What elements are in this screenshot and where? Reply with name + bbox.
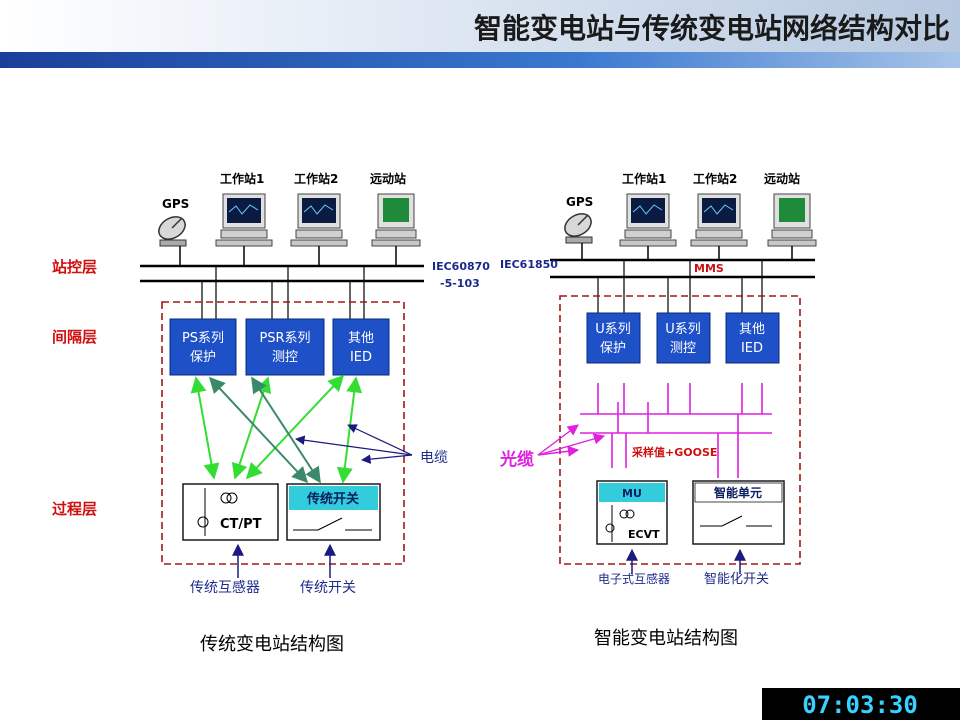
svg-text:IED: IED <box>741 341 763 356</box>
smart-substation-diagram: GPS 工作站1 工作站2 远动站 <box>499 171 817 649</box>
left-remote-station-icon <box>371 193 421 247</box>
svg-text:测控: 测控 <box>272 350 298 365</box>
svg-text:U系列: U系列 <box>665 322 701 337</box>
right-remote-label: 远动站 <box>764 171 800 186</box>
left-switch-box: 传统开关 <box>286 483 381 541</box>
left-protocol-line2: -5-103 <box>440 277 480 290</box>
svg-text:保护: 保护 <box>600 341 626 356</box>
right-remote-station-icon <box>767 193 817 247</box>
right-mms-label: MMS <box>694 262 724 275</box>
left-boundary <box>161 301 405 565</box>
left-protocol-line1: IEC60870 <box>432 260 490 273</box>
left-ws1-label: 工作站1 <box>220 171 264 186</box>
right-ws1-label: 工作站1 <box>622 171 666 186</box>
right-bottom-ect-label: 电子式互感器 <box>598 571 670 586</box>
slide-title: 智能变电站与传统变电站网络结构对比 <box>474 12 950 45</box>
right-ws2-label: 工作站2 <box>693 171 737 186</box>
left-box-other-ied: 其他 IED <box>332 318 390 376</box>
layer-bay-label: 间隔层 <box>52 328 97 346</box>
left-ctpt-label: CT/PT <box>220 517 262 532</box>
svg-text:U系列: U系列 <box>595 322 631 337</box>
left-ctpt-box: CT/PT <box>182 483 279 541</box>
left-switch-label: 传统开关 <box>306 491 359 507</box>
left-gps-dish-icon <box>158 216 187 247</box>
svg-text:PSR系列: PSR系列 <box>259 331 310 346</box>
right-workstation-2-icon <box>690 193 748 247</box>
layer-station-label: 站控层 <box>52 258 97 276</box>
left-gps-label: GPS <box>162 197 189 211</box>
right-smart-unit-label: 智能单元 <box>713 485 762 500</box>
right-gps-dish-icon <box>564 213 593 244</box>
right-boundary <box>559 295 801 565</box>
right-smart-unit-box: 智能单元 <box>692 480 785 545</box>
left-remote-label: 远动站 <box>370 171 406 186</box>
right-mu-box: MU ECVT <box>596 480 668 545</box>
header: 智能变电站与传统变电站网络结构对比 <box>0 0 960 68</box>
left-cable-arrows <box>190 374 363 484</box>
clock-display: 07:03:30 <box>802 691 918 719</box>
svg-text:保护: 保护 <box>190 350 216 365</box>
left-ws2-label: 工作站2 <box>294 171 338 186</box>
svg-text:测控: 测控 <box>670 341 696 356</box>
left-bottom-switch-label: 传统开关 <box>300 580 356 596</box>
right-caption: 智能变电站结构图 <box>594 628 738 649</box>
right-sample-goose-label: 采样值+GOOSE <box>631 445 717 459</box>
right-protocol-label: IEC61850 <box>500 258 558 271</box>
layer-process-label: 过程层 <box>52 500 97 518</box>
svg-text:PS系列: PS系列 <box>182 331 224 346</box>
left-caption: 传统变电站结构图 <box>200 634 344 655</box>
traditional-substation-diagram: GPS 工作站1 工作站2 远动站 <box>140 171 490 655</box>
right-box-u-measurement: U系列 测控 <box>656 312 711 364</box>
left-box-psr-measurement: PSR系列 测控 <box>245 318 325 376</box>
left-box-ps-protection: PS系列 保护 <box>169 318 237 376</box>
right-ecvt-label: ECVT <box>628 528 660 541</box>
svg-text:IED: IED <box>350 350 372 365</box>
clock-widget: 07:03:30 <box>762 688 960 720</box>
left-cable-label: 电缆 <box>420 450 448 466</box>
left-workstation-1-icon <box>215 193 273 247</box>
right-workstation-1-icon <box>619 193 677 247</box>
left-bottom-ct-label: 传统互感器 <box>190 579 260 596</box>
right-box-other-ied: 其他 IED <box>725 312 780 364</box>
svg-text:其他: 其他 <box>739 322 765 337</box>
right-bottom-switch-label: 智能化开关 <box>704 572 769 587</box>
left-workstation-2-icon <box>290 193 348 247</box>
svg-text:其他: 其他 <box>348 331 374 346</box>
right-fiber-label: 光缆 <box>499 449 534 470</box>
right-gps-label: GPS <box>566 195 593 209</box>
right-box-u-protection: U系列 保护 <box>586 312 641 364</box>
right-fiber-network <box>580 383 772 478</box>
right-mu-label: MU <box>622 487 642 500</box>
